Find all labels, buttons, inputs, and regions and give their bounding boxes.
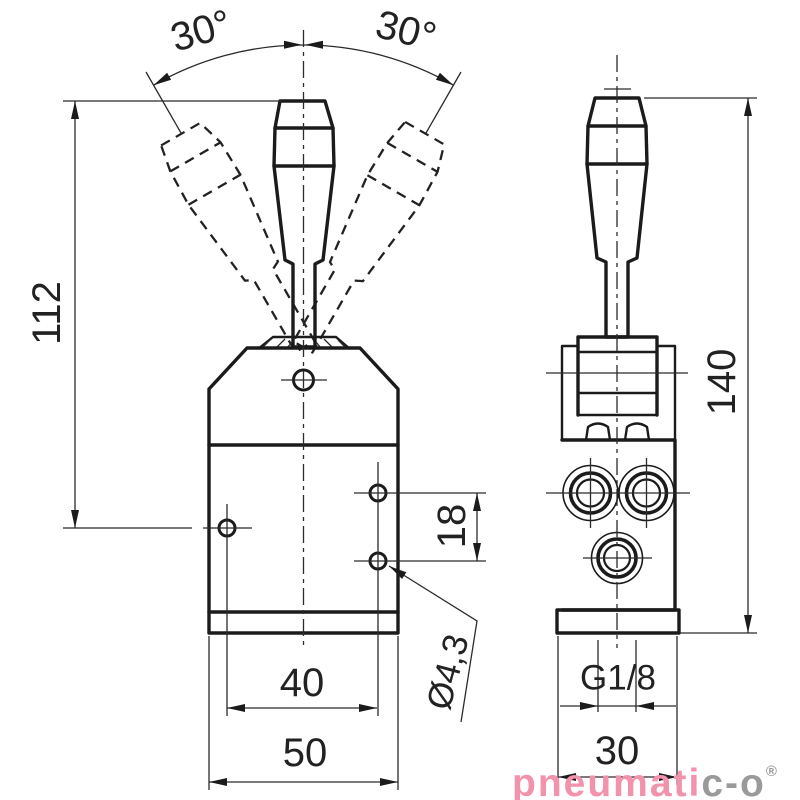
- dim-g18-lines: [560, 640, 676, 712]
- dim-30-lines: [557, 636, 678, 785]
- brand-logo-pink: pneumati: [512, 762, 701, 800]
- angle-right-label: 30°: [371, 2, 440, 59]
- dim-140-arrow-bottom: [744, 615, 752, 633]
- dim-112-label: 112: [25, 281, 69, 345]
- dim-18-arrow-top: [473, 493, 481, 511]
- leader-d43-arrow: [389, 566, 407, 579]
- port-crosshair-lines: [546, 458, 690, 559]
- side-view: [546, 55, 690, 648]
- dim-g18-arrow-left: [580, 702, 598, 710]
- dim-40-arrow-right: [359, 704, 377, 712]
- dim-50-arrow-right: [380, 778, 398, 786]
- dim-18-label: 18: [430, 504, 474, 549]
- mechanism-block-lines: [578, 350, 657, 417]
- arc-arrow-center-left: [284, 40, 302, 49]
- dimension-annotations: 30° 30° 112 18 Ø4,3 40 50 140: [25, 2, 757, 790]
- dim-140-lines: [644, 97, 757, 634]
- angle-left-label: 30°: [166, 2, 236, 61]
- lever-boot: [257, 335, 351, 350]
- arc-arrow-left-end: [153, 72, 172, 86]
- valve-body-front: [207, 346, 400, 635]
- boot-hatching: [261, 338, 347, 349]
- dim-140-arrow-top: [744, 98, 752, 116]
- angle-arc: [153, 44, 454, 86]
- dim-18-arrow-bottom: [473, 543, 481, 561]
- dim-112-lines: [63, 100, 282, 529]
- leader-d43-line: [388, 565, 478, 723]
- arc-arrow-right-end: [435, 72, 454, 86]
- valve-body-side: [560, 438, 677, 612]
- front-view: [154, 30, 486, 716]
- brand-logo-gray: c-o: [701, 762, 766, 800]
- angle-extension-lines: [145, 71, 462, 134]
- dim-d43-label: Ø4,3: [419, 630, 476, 713]
- arc-arrow-center-right: [305, 40, 323, 49]
- dim-30-arrow-right: [659, 773, 677, 781]
- dim-40-arrow-left: [227, 704, 245, 712]
- dim-30-label: 30: [595, 729, 640, 773]
- dim-112-arrow-top: [71, 101, 79, 119]
- spring-nubs: [584, 422, 651, 441]
- dim-50-arrow-left: [209, 778, 227, 786]
- mechanism-side-tabs: [560, 344, 677, 440]
- brand-logo: pneumatic-o®: [512, 762, 779, 800]
- dim-112-arrow-bottom: [71, 510, 79, 528]
- dim-30-arrow-left: [558, 773, 576, 781]
- dim-140-label: 140: [700, 349, 744, 416]
- dim-50-lines: [208, 636, 399, 790]
- dim-40-label: 40: [280, 661, 325, 705]
- registered-mark: ®: [766, 763, 779, 780]
- brand-logo-text: pneumatic-o®: [512, 762, 779, 800]
- dim-g18-label: G1/8: [580, 659, 656, 698]
- dim-50-label: 50: [283, 731, 328, 775]
- lever-tilted-left-dashed: [154, 117, 333, 363]
- dim-g18-arrow-right: [636, 702, 654, 710]
- valve-base-side: [555, 608, 681, 635]
